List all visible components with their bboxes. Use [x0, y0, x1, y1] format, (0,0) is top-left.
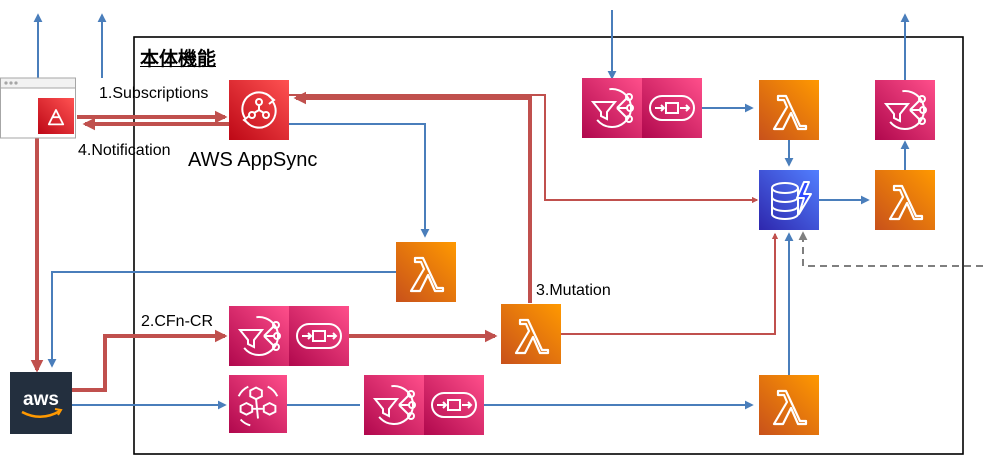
browser-window: [0, 77, 76, 139]
lambda-top-icon: [759, 80, 819, 140]
sqs-top-icon: [642, 78, 702, 138]
mutation-label: 3.Mutation: [536, 282, 611, 299]
sqs-cfn-icon: [289, 306, 349, 366]
appsync-label: AWS AppSync: [188, 149, 318, 171]
aws-cloud-icon: aws: [10, 372, 72, 434]
eventbridge-icon: [229, 375, 287, 433]
appsync-to-dynamo-flow: [289, 94, 759, 204]
notification-label: 4.Notification: [78, 142, 171, 159]
functional-boundary-frame: [133, 36, 964, 455]
external-dashed-connector: [798, 231, 983, 267]
subscriptions-label: 1.Subscriptions: [99, 85, 209, 102]
blue-flows: [33, 10, 910, 410]
sns-bottom-icon: [364, 375, 424, 435]
appsync-to-lambda-mid: [289, 123, 430, 238]
lambda-mid-icon: [396, 242, 456, 302]
lambda-bottom-icon: [759, 375, 819, 435]
lambda-mutation-icon: [501, 304, 561, 364]
dynamodb-icon: [759, 170, 819, 230]
cfn-cr-label: 2.CFn-CR: [141, 313, 214, 330]
amplify-icon: [38, 98, 74, 134]
mutation-lambda-to-dynamo-flow: [560, 232, 779, 335]
sns-top-icon: [582, 78, 642, 138]
frame-title: 本体機能: [140, 49, 217, 70]
sns-cfn-icon: [229, 306, 289, 366]
appsync-icon: [229, 80, 289, 140]
sns-right-icon: [875, 80, 935, 140]
svg-text:aws: aws: [23, 389, 59, 410]
sqs-bottom-icon: [424, 375, 484, 435]
cfn-cr-flow: [72, 329, 228, 392]
lambda-mid-to-aws: [47, 271, 396, 368]
red-thin-flows: [289, 94, 779, 335]
lambda-right-icon: [875, 170, 935, 230]
mutation-flow: [293, 91, 532, 303]
red-flows: [30, 91, 532, 392]
